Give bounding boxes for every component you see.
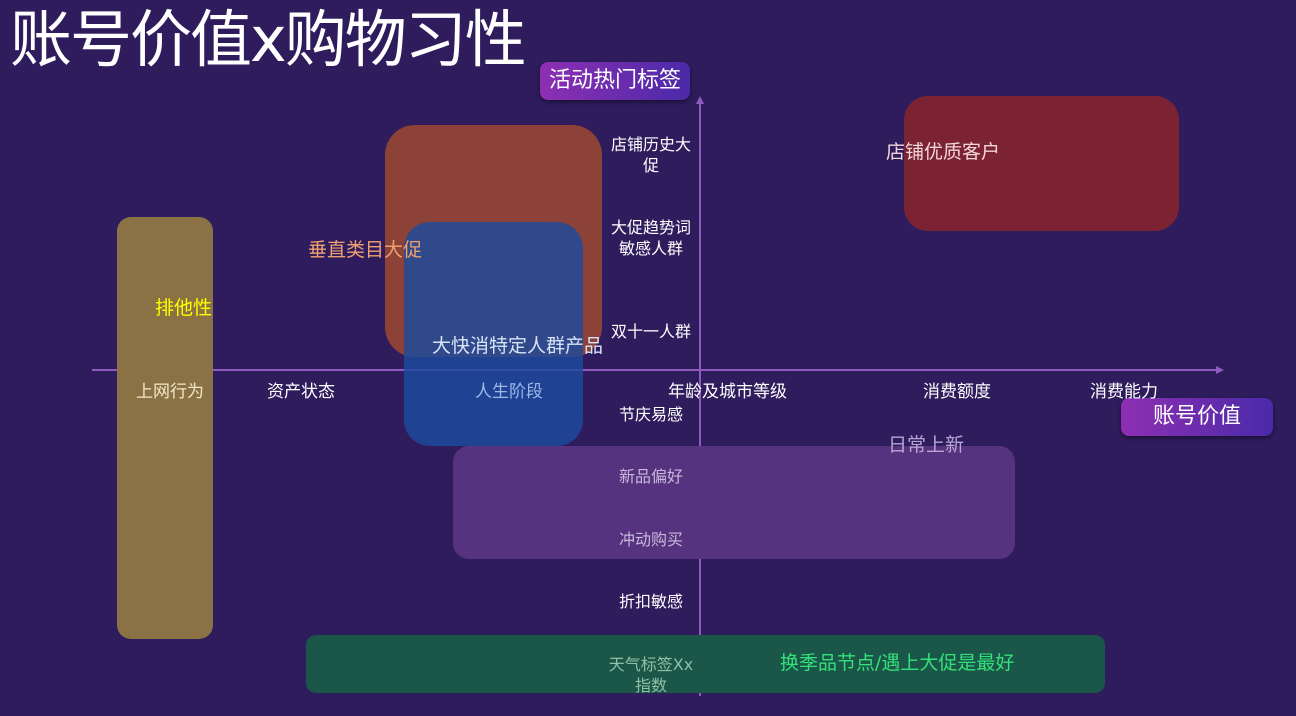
x-axis (92, 369, 1216, 371)
y-label-store-history-promo: 店铺历史大促 (610, 135, 691, 175)
x-label-spending-amount: 消费额度 (923, 382, 991, 402)
x-label-spending-power: 消费能力 (1090, 382, 1158, 402)
x-label-age-city-tier: 年龄及城市等级 (668, 382, 787, 402)
y-axis-arrow (696, 96, 704, 104)
y-label-discount-sensitive: 折扣敏感 (618, 592, 683, 611)
x-label-life-stage: 人生阶段 (475, 382, 543, 402)
y-label-new-product-preference: 新品偏好 (618, 467, 683, 486)
y-axis-tag: 活动热门标签 (540, 62, 690, 100)
y-label-promo-trend-sensitive: 大促趋势词敏感人群 (610, 218, 691, 258)
region-label-vertical-category-promo: 垂直类目大促 (308, 239, 423, 261)
x-label-asset-status: 资产状态 (267, 382, 335, 402)
region-label-season-change: 换季品节点/遇上大促是最好 (780, 652, 1015, 674)
y-label-weather-index: 天气标签Xx指数 (608, 655, 694, 695)
region-exclusivity (117, 217, 213, 639)
y-axis (699, 104, 701, 696)
y-label-double-eleven: 双十一人群 (610, 322, 691, 341)
region-fmcg-specific-audience (404, 222, 583, 446)
x-axis-tag: 账号价值 (1121, 398, 1273, 436)
region-season-change (306, 635, 1105, 693)
region-label-fmcg-specific-audience: 大快消特定人群产品 (432, 335, 604, 357)
region-label-store-quality-customers: 店铺优质客户 (886, 141, 1001, 163)
x-label-online-behavior: 上网行为 (136, 382, 204, 402)
page-title: 账号价值x购物习性 (10, 3, 527, 76)
y-label-holiday-susceptible: 节庆易感 (618, 405, 683, 424)
region-label-exclusivity: 排他性 (155, 297, 213, 319)
y-label-impulse-buying: 冲动购买 (618, 530, 683, 549)
region-daily-new-arrivals (453, 446, 1015, 559)
region-label-daily-new-arrivals: 日常上新 (888, 434, 965, 456)
region-store-quality-customers (904, 96, 1179, 231)
x-axis-arrow (1216, 366, 1224, 374)
